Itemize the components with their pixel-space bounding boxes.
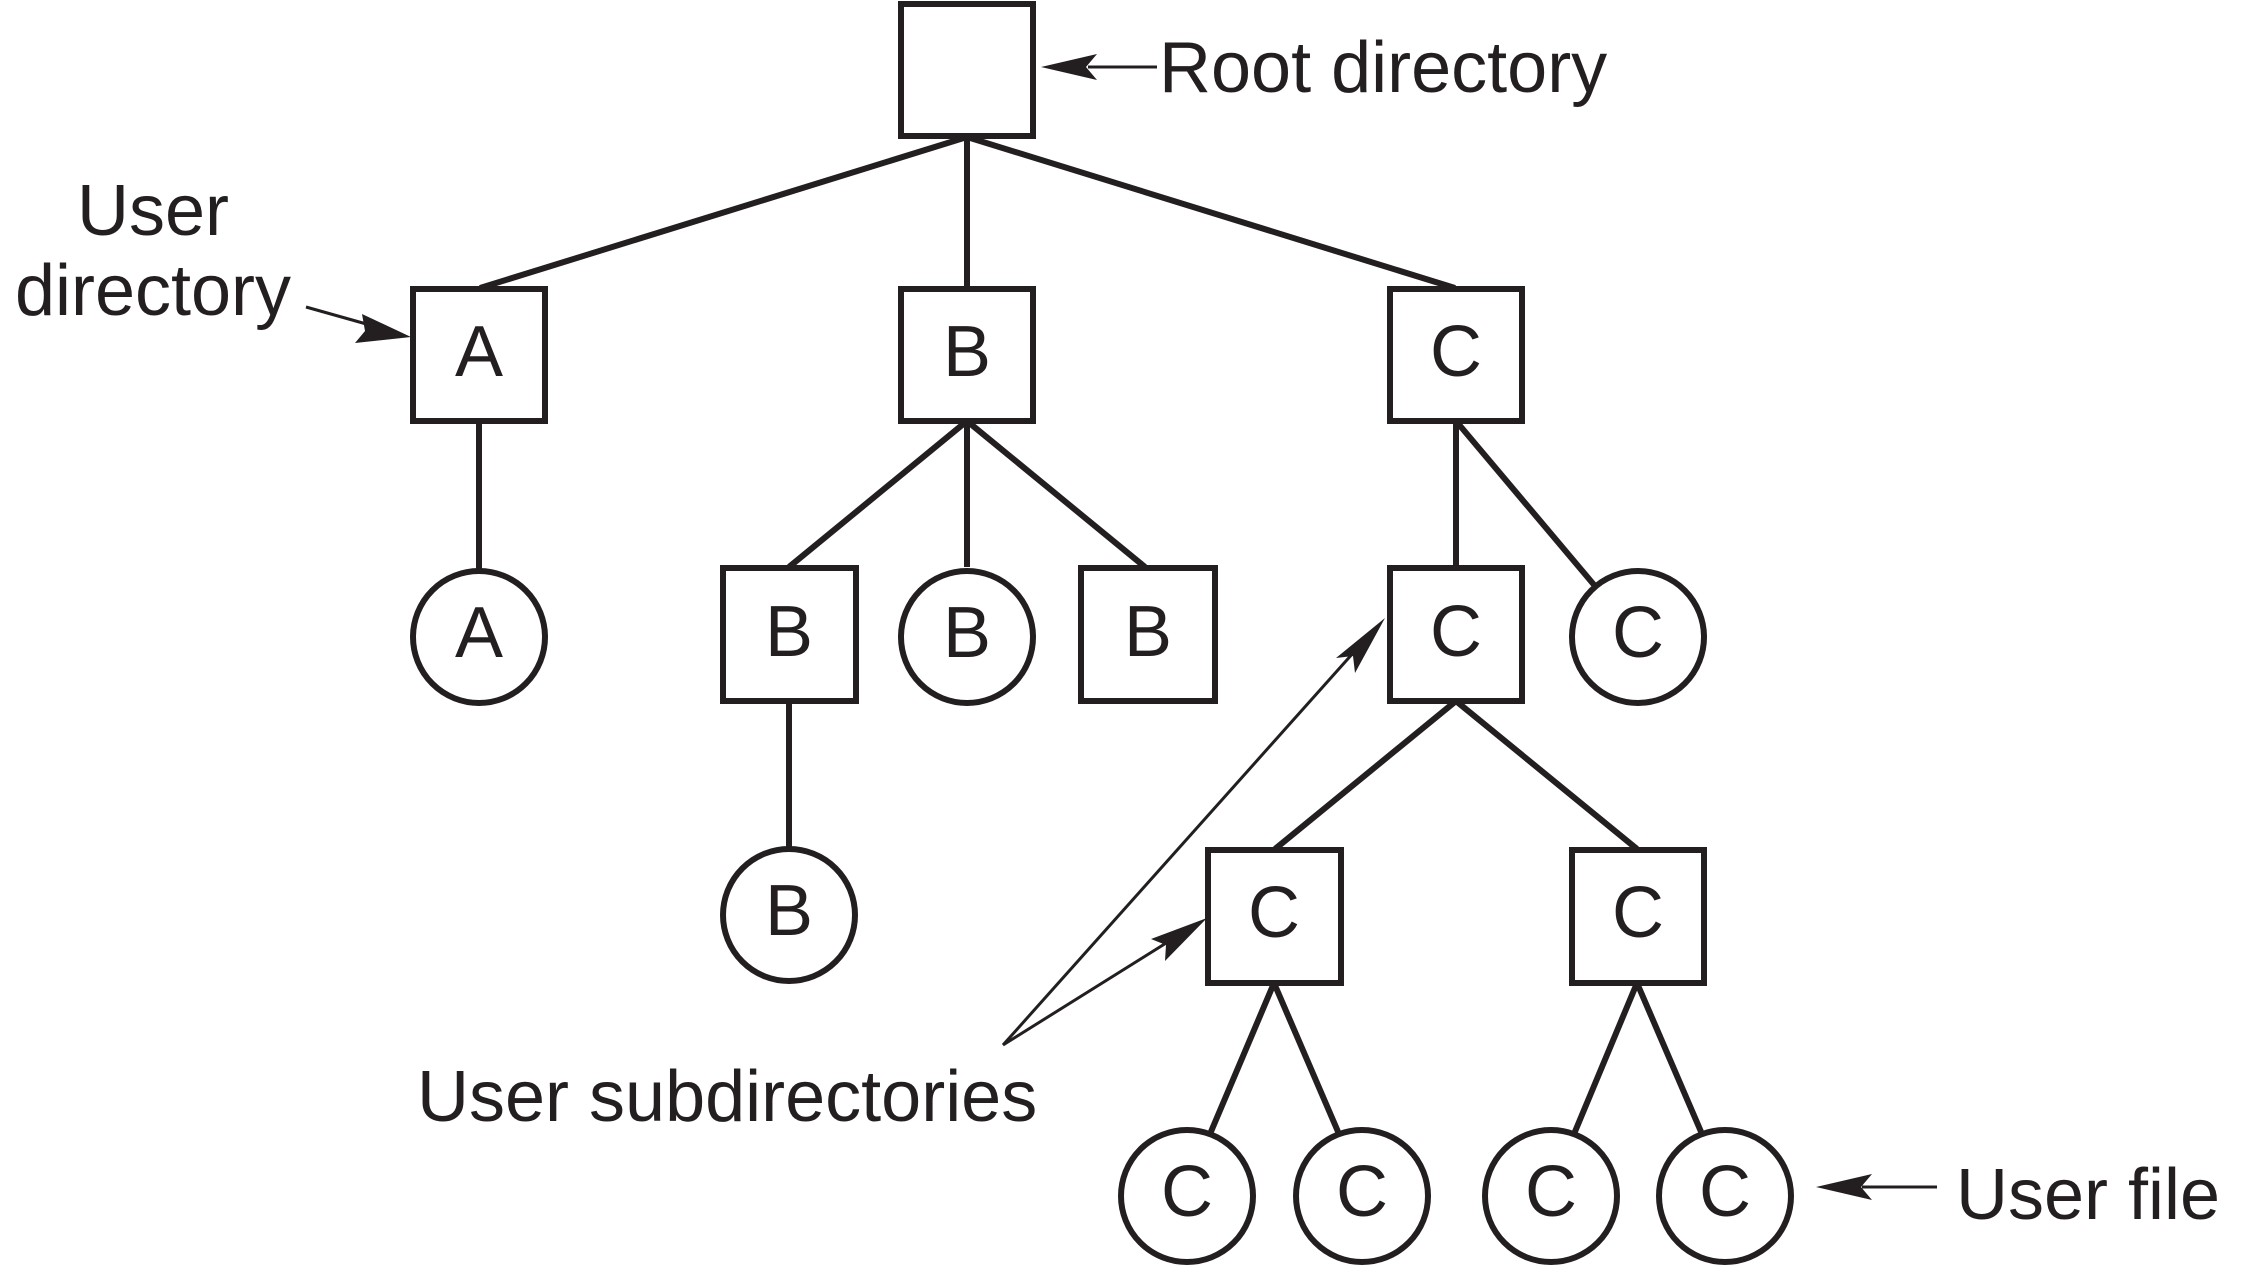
node-label: B [765, 871, 813, 951]
arrowhead-icon [1151, 918, 1207, 961]
user-file-c1: C [1118, 1127, 1256, 1265]
user-file-c: C [1569, 568, 1707, 706]
user-file-b-deep: B [720, 846, 858, 984]
user-file-c2: C [1293, 1127, 1431, 1265]
user-subdirectory-c-right: C [1569, 847, 1707, 986]
arrowhead-icon [1041, 54, 1097, 80]
user-file-c4: C [1656, 1127, 1794, 1265]
node-label: C [1430, 592, 1482, 672]
user-file-pointer [1816, 1174, 1937, 1200]
user-directory-a: A [410, 286, 548, 424]
arrowhead-icon [355, 314, 411, 343]
arrowhead-icon [1816, 1174, 1872, 1200]
node-label: A [455, 593, 503, 673]
user-file-a: A [410, 568, 548, 706]
edge-left-filec1 [1207, 981, 1277, 1136]
node-label: C [1525, 1152, 1577, 1232]
user-subdirectories-pointers [1001, 618, 1385, 1047]
user-file-b: B [898, 568, 1036, 706]
user-subdirectory-c: C [1387, 565, 1525, 704]
node-label: B [943, 312, 991, 392]
edge-left-filec2 [1271, 981, 1342, 1136]
user-directory-pointer [305, 305, 411, 343]
root-directory-node [898, 1, 1036, 139]
node-label: C [1430, 312, 1482, 392]
root-directory-pointer [1041, 54, 1157, 80]
user-subdirectories-label: User subdirectories [417, 1057, 1037, 1137]
node-label: A [455, 312, 503, 392]
edge-root-a [479, 134, 968, 291]
user-file-c3: C [1482, 1127, 1620, 1265]
edge-subdirc-left [1273, 698, 1458, 852]
edge-subdirc-right [1454, 698, 1639, 852]
node-label: B [765, 592, 813, 672]
node-label: C [1612, 593, 1664, 673]
user-directory-label-line2: directory [15, 251, 291, 331]
edge-root-c [966, 134, 1456, 291]
node-label: C [1699, 1152, 1751, 1232]
node-label: C [1612, 873, 1664, 953]
node-label: B [1124, 592, 1172, 672]
edge-b-subdirb [787, 418, 969, 570]
node-label: C [1248, 873, 1300, 953]
edge-right-filec3 [1571, 981, 1640, 1136]
node-label: C [1161, 1152, 1213, 1232]
node-label: C [1336, 1152, 1388, 1232]
node-label: B [943, 593, 991, 673]
user-directory-label-line1: User [77, 171, 229, 251]
user-subdirectory-b: B [720, 565, 859, 704]
user-file-label: User file [1956, 1155, 2220, 1235]
edge-b-subdirb2 [965, 418, 1147, 570]
user-directory-c: C [1387, 286, 1525, 424]
edge-c-filec [1453, 419, 1598, 588]
user-directory-b: B [898, 286, 1036, 424]
user-subdirectory-b2: B [1078, 565, 1218, 704]
user-subdirectory-c-left: C [1205, 847, 1344, 986]
tree-edges [476, 134, 1705, 1136]
arrowhead-icon [1336, 618, 1385, 673]
edge-right-filec4 [1634, 981, 1705, 1136]
root-directory-label: Root directory [1159, 28, 1607, 108]
